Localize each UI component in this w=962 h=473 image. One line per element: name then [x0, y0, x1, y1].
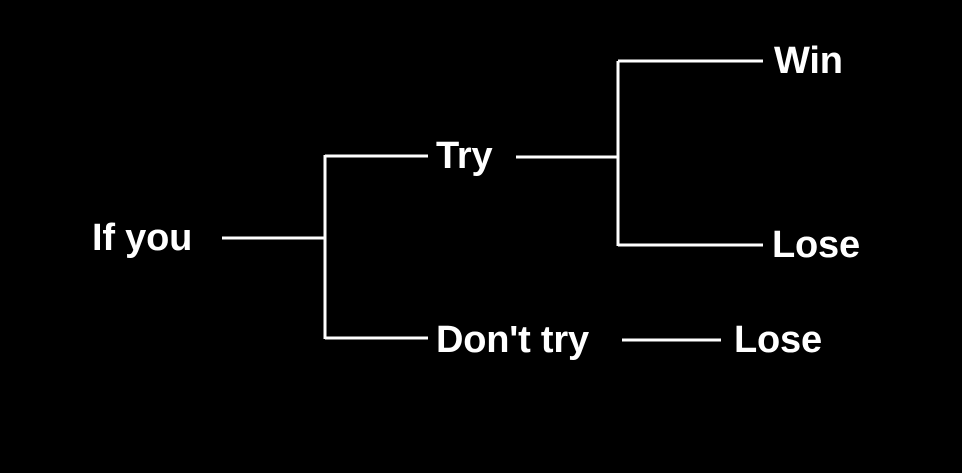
node-label-win: Win — [774, 40, 843, 82]
edge-split-to-lose — [618, 243, 763, 247]
edge-split-to-dont-try — [325, 336, 428, 340]
edge-split-to-win — [618, 59, 763, 63]
node-label-if-you: If you — [92, 217, 193, 259]
node-label-lose-after-dont-try: Lose — [734, 319, 822, 361]
edge-dont-try-to-lose — [622, 338, 721, 342]
node-label-lose-after-try: Lose — [772, 224, 860, 266]
node-label-dont-try: Don't try — [436, 319, 589, 361]
node-label-try: Try — [436, 135, 493, 177]
edge-root-to-split — [222, 236, 326, 240]
branch-bracket-root — [323, 155, 327, 339]
edge-split-to-try — [325, 154, 428, 158]
branch-bracket-try — [616, 61, 620, 246]
edge-try-to-split — [516, 155, 619, 159]
